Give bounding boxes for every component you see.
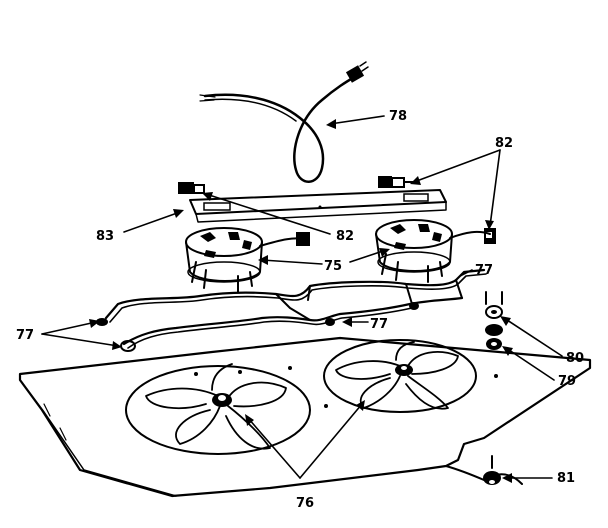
label-76: 76 [296,496,314,511]
mounting-bracket [189,189,447,223]
label-79: 79 [558,374,576,389]
fan-motor-left [185,227,310,293]
label-77-middle: 77 [370,317,388,332]
label-77-right: 77 [475,263,493,278]
label-80: 80 [566,351,584,366]
bracket-clip [484,228,496,244]
fan-blade-right [323,339,477,413]
fan-motor-right [375,219,491,283]
fan-blade-left [125,363,311,455]
grommet [483,455,501,485]
label-77-left: 77 [16,328,34,343]
label-82-lower: 82 [336,229,354,244]
washer [485,291,503,319]
leader-lines [41,115,563,483]
wire-harness [96,268,487,352]
base-panel [18,336,592,498]
bracket-screw-left [178,182,205,194]
label-78: 78 [389,109,407,124]
power-cord [199,61,369,183]
bracket-screw-right [378,176,415,188]
label-83: 83 [96,229,114,244]
label-81: 81 [557,471,575,486]
label-75: 75 [324,259,342,274]
nut [485,324,503,350]
label-82-top: 82 [495,136,513,151]
